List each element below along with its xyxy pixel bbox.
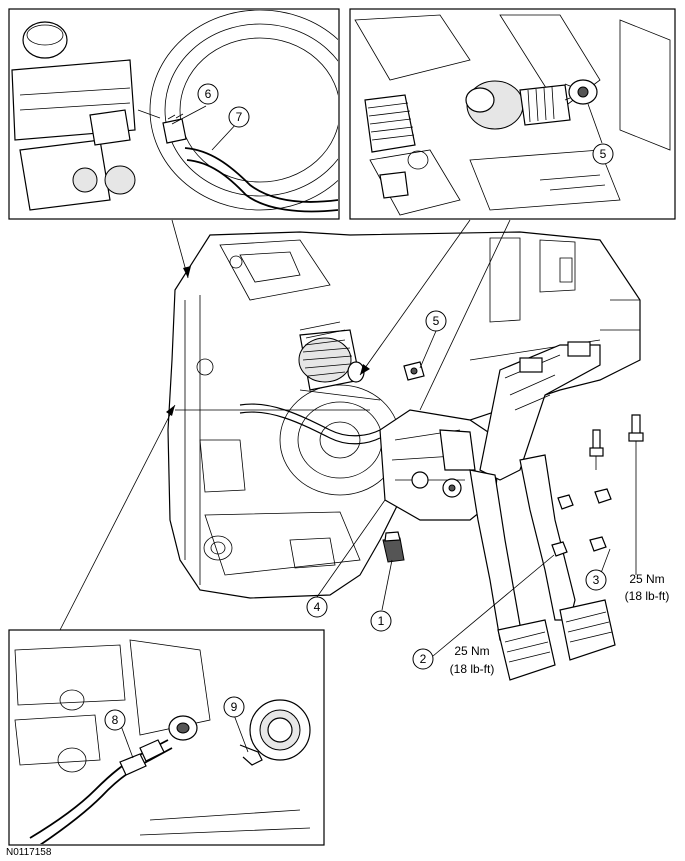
callout-9: 9 (223, 696, 245, 718)
svg-text:5: 5 (600, 147, 607, 161)
nuts-part-2 (551, 494, 574, 557)
callout-6: 6 (197, 83, 219, 105)
torque-spec-2-metric: 25 Nm (454, 644, 489, 658)
pedal-box-upper (479, 341, 601, 481)
callout-4: 4 (306, 596, 328, 618)
callout-1: 1 (370, 610, 392, 632)
svg-text:7: 7 (236, 110, 243, 124)
callout-8: 8 (104, 709, 126, 731)
svg-text:6: 6 (205, 87, 212, 101)
mounting-bolts (589, 414, 644, 457)
callout-2: 2 (412, 648, 434, 670)
callout-leaders (116, 103, 637, 759)
figure-id: N0117158 (6, 847, 52, 858)
callout-5-main: 5 (425, 310, 447, 332)
torque-spec-2-imperial: (18 lb-ft) (450, 662, 495, 676)
torque-spec-3-metric: 25 Nm (629, 572, 664, 586)
pedal-support-bracket (379, 409, 501, 521)
callout-7: 7 (228, 106, 250, 128)
torque-spec-3: 25 Nm (18 lb-ft) (625, 572, 670, 603)
detail-view-bottom-left (8, 629, 325, 846)
svg-text:4: 4 (314, 600, 321, 614)
clutch-pedal (469, 469, 556, 681)
torque-spec-3-imperial: (18 lb-ft) (625, 589, 670, 603)
detail-view-top-left (8, 8, 340, 220)
detail-connector-lines (59, 219, 511, 631)
svg-text:1: 1 (378, 614, 385, 628)
svg-text:9: 9 (231, 700, 238, 714)
nuts-part-3 (589, 488, 612, 552)
svg-text:3: 3 (593, 573, 600, 587)
torque-spec-2: 25 Nm (18 lb-ft) (450, 644, 495, 676)
detail-view-top-right (349, 8, 676, 220)
svg-text:2: 2 (420, 652, 427, 666)
svg-text:8: 8 (112, 713, 119, 727)
clutch-master-cylinder (298, 321, 381, 401)
retainer-part-5 (403, 361, 425, 381)
part-1-switch (382, 531, 405, 563)
retainer-detail (564, 79, 598, 105)
callout-3: 3 (585, 569, 607, 591)
main-assembly-view (167, 231, 644, 681)
svg-text:5: 5 (433, 314, 440, 328)
brake-pedal (519, 454, 616, 661)
callout-5-detail: 5 (592, 143, 614, 165)
